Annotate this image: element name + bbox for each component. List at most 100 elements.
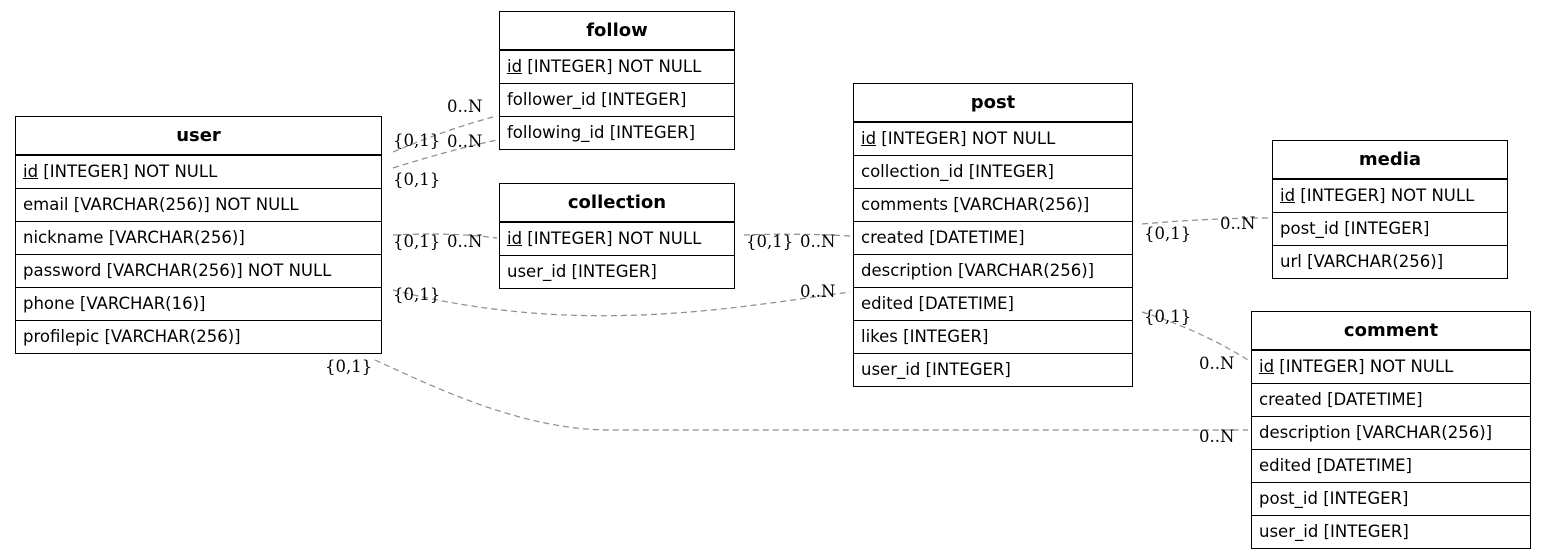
entity-title: collection — [500, 184, 734, 222]
link-user-collection — [392, 233, 498, 239]
attribute-row: comments [VARCHAR(256)] — [854, 188, 1132, 221]
cardinality-label: {0,1} — [1144, 224, 1192, 243]
column-name: follower_id — [507, 90, 596, 109]
attribute-row: user_id [INTEGER] — [1252, 515, 1530, 548]
column-type: [INTEGER] — [963, 162, 1054, 181]
column-name: edited — [861, 294, 914, 313]
column-name: description — [1259, 423, 1351, 442]
column-type: [INTEGER] — [1317, 489, 1409, 508]
cardinality-label: {0,1} — [393, 131, 441, 150]
column-name: user_id — [507, 262, 567, 281]
column-name: post_id — [1259, 489, 1318, 508]
column-name: user_id — [861, 360, 921, 379]
column-type: [INTEGER] NOT NULL — [38, 162, 218, 181]
entity-title: follow — [500, 12, 734, 50]
column-type: [DATETIME] — [1321, 390, 1423, 409]
column-type: [VARCHAR(256)] — [1301, 252, 1444, 271]
attribute-row: id [INTEGER] NOT NULL — [500, 222, 734, 255]
entity-title: comment — [1252, 312, 1530, 350]
attribute-row: created [DATETIME] — [1252, 383, 1530, 416]
attribute-row: id [INTEGER] NOT NULL — [854, 122, 1132, 155]
attribute-row: following_id [INTEGER] — [500, 116, 734, 149]
entity-collection[interactable]: collection id [INTEGER] NOT NULL user_id… — [499, 183, 735, 289]
attribute-row: id [INTEGER] NOT NULL — [1273, 179, 1507, 212]
link-user-post — [392, 289, 851, 317]
attribute-row: id [INTEGER] NOT NULL — [16, 155, 381, 188]
column-name: description — [861, 261, 953, 280]
pk-column: id — [507, 229, 523, 248]
entity-title: user — [16, 117, 381, 155]
column-name: url — [1280, 252, 1302, 271]
column-name: phone — [23, 294, 75, 313]
attribute-row: phone [VARCHAR(16)] — [16, 287, 381, 320]
attribute-row: post_id [INTEGER] — [1252, 482, 1530, 515]
column-type: [VARCHAR(256)] — [952, 261, 1095, 280]
cardinality-label: 0..N — [447, 232, 483, 251]
link-post-comment — [1141, 311, 1249, 361]
column-type: [VARCHAR(16)] — [74, 294, 206, 313]
column-type: [INTEGER] — [604, 123, 696, 142]
attribute-row: description [VARCHAR(256)] — [1252, 416, 1530, 449]
column-type: [INTEGER] NOT NULL — [876, 129, 1056, 148]
column-name: created — [1259, 390, 1322, 409]
cardinality-label: 0..N — [1199, 427, 1235, 446]
entity-title: post — [854, 84, 1132, 122]
attribute-row: id [INTEGER] NOT NULL — [500, 50, 734, 83]
link-user-comment — [374, 359, 1248, 431]
entity-media[interactable]: media id [INTEGER] NOT NULL post_id [INT… — [1272, 140, 1508, 279]
attribute-row: follower_id [INTEGER] — [500, 83, 734, 116]
entity-user[interactable]: user id [INTEGER] NOT NULL email [VARCHA… — [15, 116, 382, 354]
link-post-media — [1141, 217, 1269, 225]
column-name: edited — [1259, 456, 1312, 475]
attribute-row: created [DATETIME] — [854, 221, 1132, 254]
cardinality-label: 0..N — [800, 282, 836, 301]
cardinality-label: {0,1} — [393, 170, 441, 189]
attribute-row: edited [DATETIME] — [854, 287, 1132, 320]
pk-column: id — [1259, 357, 1275, 376]
pk-column: id — [23, 162, 39, 181]
attribute-row: password [VARCHAR(256)] NOT NULL — [16, 254, 381, 287]
attribute-row: description [VARCHAR(256)] — [854, 254, 1132, 287]
link-collection-post — [743, 233, 851, 237]
column-type: [DATETIME] — [923, 228, 1025, 247]
entity-title: media — [1273, 141, 1507, 179]
attribute-row: profilepic [VARCHAR(256)] — [16, 320, 381, 353]
column-type: [VARCHAR(256)] — [99, 327, 241, 346]
column-name: email — [23, 195, 69, 214]
column-type: [INTEGER] NOT NULL — [1274, 357, 1454, 376]
attribute-row: edited [DATETIME] — [1252, 449, 1530, 482]
column-type: [VARCHAR(256)] — [1350, 423, 1493, 442]
attribute-row: post_id [INTEGER] — [1273, 212, 1507, 245]
attribute-row: collection_id [INTEGER] — [854, 155, 1132, 188]
column-type: [INTEGER] NOT NULL — [522, 229, 702, 248]
column-type: [INTEGER] NOT NULL — [1295, 186, 1475, 205]
link-user-follow-following — [392, 139, 498, 169]
cardinality-label: 0..N — [1220, 214, 1256, 233]
column-type: [VARCHAR(256)] NOT NULL — [68, 195, 299, 214]
column-name: collection_id — [861, 162, 964, 181]
column-name: password — [23, 261, 102, 280]
attribute-row: likes [INTEGER] — [854, 320, 1132, 353]
cardinality-label: {0,1} — [325, 357, 373, 376]
column-name: nickname — [23, 228, 104, 247]
column-type: [INTEGER] — [595, 90, 687, 109]
attribute-row: id [INTEGER] NOT NULL — [1252, 350, 1530, 383]
entity-follow[interactable]: follow id [INTEGER] NOT NULL follower_id… — [499, 11, 735, 150]
column-name: user_id — [1259, 522, 1319, 541]
column-type: [INTEGER] — [566, 262, 657, 281]
cardinality-label: {0,1} — [393, 232, 441, 251]
pk-column: id — [861, 129, 877, 148]
column-type: [INTEGER] — [920, 360, 1011, 379]
column-type: [INTEGER] — [897, 327, 989, 346]
cardinality-label: 0..N — [800, 232, 836, 251]
attribute-row: url [VARCHAR(256)] — [1273, 245, 1507, 278]
attribute-row: user_id [INTEGER] — [854, 353, 1132, 386]
column-name: post_id — [1280, 219, 1339, 238]
cardinality-label: {0,1} — [393, 285, 441, 304]
entity-comment[interactable]: comment id [INTEGER] NOT NULL created [D… — [1251, 311, 1531, 549]
attribute-row: nickname [VARCHAR(256)] — [16, 221, 381, 254]
entity-post[interactable]: post id [INTEGER] NOT NULL collection_id… — [853, 83, 1133, 387]
link-user-follow-follower — [392, 115, 498, 153]
column-type: [DATETIME] — [1311, 456, 1412, 475]
